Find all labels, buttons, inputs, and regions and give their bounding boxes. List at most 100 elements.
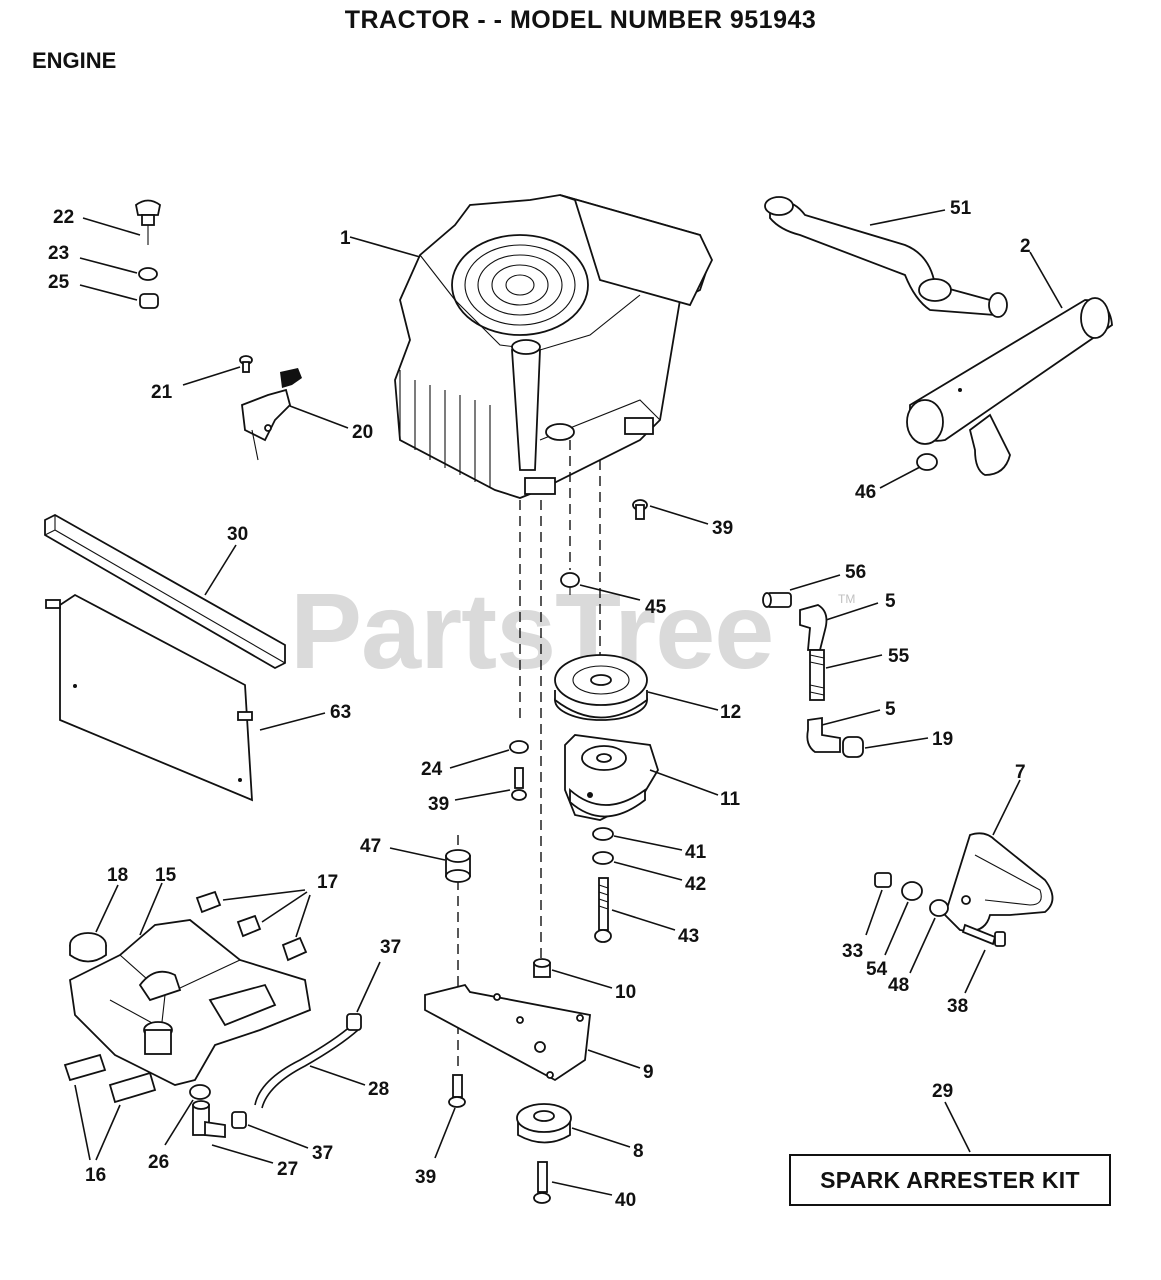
callout-1[interactable]: 1 — [340, 228, 351, 249]
callout-63[interactable]: 63 — [330, 702, 351, 723]
part-drain-fitting[interactable] — [762, 592, 792, 608]
callout-45[interactable]: 45 — [645, 597, 667, 618]
part-elbow[interactable] — [799, 604, 828, 651]
part-shield-panel[interactable] — [45, 593, 253, 802]
part-lock-washer[interactable] — [929, 899, 949, 917]
callout-12[interactable]: 12 — [720, 702, 741, 723]
callout-16[interactable]: 16 — [85, 1165, 106, 1186]
callout-33[interactable]: 33 — [842, 941, 863, 962]
callout-28[interactable]: 28 — [368, 1079, 389, 1100]
callout-46[interactable]: 46 — [855, 482, 876, 503]
callout-47[interactable]: 47 — [360, 836, 381, 857]
callout-2[interactable]: 2 — [1020, 236, 1031, 257]
callout-41[interactable]: 41 — [685, 842, 707, 863]
part-elbow[interactable] — [806, 716, 841, 753]
part-throttle-bracket[interactable] — [241, 368, 302, 461]
callout-24[interactable]: 24 — [421, 759, 443, 780]
part-exhaust-pipe[interactable] — [764, 196, 1008, 318]
callout-38[interactable]: 38 — [947, 996, 968, 1017]
part-foam-pad[interactable] — [63, 1053, 157, 1104]
leader-line — [825, 602, 879, 621]
callout-30[interactable]: 30 — [227, 524, 248, 545]
part-screw[interactable] — [239, 355, 253, 373]
callout-18[interactable]: 18 — [107, 865, 128, 886]
callout-39a[interactable]: 39 — [712, 518, 733, 539]
leader-line — [261, 891, 308, 923]
part-nipple[interactable] — [809, 649, 825, 701]
part-fuel-line[interactable] — [254, 1024, 353, 1106]
part-flat-washer[interactable] — [901, 881, 923, 901]
part-lock-washer[interactable] — [592, 851, 614, 865]
part-bolt[interactable] — [533, 1161, 551, 1204]
part-bushing[interactable] — [533, 958, 551, 978]
leader-line — [611, 909, 676, 931]
leader-line — [182, 366, 241, 386]
part-washer[interactable] — [509, 740, 529, 754]
callout-26[interactable]: 26 — [148, 1152, 169, 1173]
leader-line — [649, 505, 709, 525]
callout-48[interactable]: 48 — [888, 975, 909, 996]
part-long-bolt[interactable] — [594, 877, 612, 943]
callout-19[interactable]: 19 — [932, 729, 953, 750]
callout-37b[interactable]: 37 — [312, 1143, 333, 1164]
callout-39b[interactable]: 39 — [428, 794, 449, 815]
part-hose-clamp[interactable] — [231, 1111, 247, 1129]
part-fuel-valve[interactable] — [192, 1100, 226, 1138]
callout-37a[interactable]: 37 — [380, 937, 401, 958]
callout-11[interactable]: 11 — [720, 789, 741, 810]
callout-10[interactable]: 10 — [615, 982, 636, 1003]
part-nut[interactable] — [560, 572, 580, 595]
callout-23[interactable]: 23 — [48, 243, 69, 264]
callout-55[interactable]: 55 — [888, 646, 910, 667]
part-fuel-tank[interactable] — [69, 919, 312, 1086]
callout-8[interactable]: 8 — [633, 1141, 644, 1162]
part-bolt[interactable] — [511, 767, 527, 801]
part-bolt[interactable] — [632, 499, 648, 520]
part-bolt[interactable] — [961, 923, 1006, 947]
callout-54[interactable]: 54 — [866, 959, 888, 980]
part-spacer[interactable] — [445, 849, 471, 883]
part-grommet[interactable] — [139, 293, 159, 309]
callout-43[interactable]: 43 — [678, 926, 699, 947]
callout-21[interactable]: 21 — [151, 382, 173, 403]
callout-5b[interactable]: 5 — [885, 699, 896, 720]
part-drain-cap[interactable] — [842, 736, 864, 758]
callout-17[interactable]: 17 — [317, 872, 338, 893]
part-clutch[interactable] — [564, 734, 659, 821]
part-washer[interactable] — [592, 827, 614, 841]
part-pulley[interactable] — [554, 654, 648, 721]
callout-27[interactable]: 27 — [277, 1159, 298, 1180]
leader-line — [82, 217, 141, 236]
part-nut[interactable] — [874, 872, 892, 888]
part-gasket[interactable] — [916, 453, 938, 471]
part-foam-pad[interactable] — [195, 890, 308, 962]
part-hose-clamp[interactable] — [346, 1013, 362, 1031]
part-fuel-cap[interactable] — [69, 932, 107, 963]
part-dipstick[interactable] — [135, 199, 161, 246]
part-grommet[interactable] — [189, 1084, 211, 1100]
part-idler-pulley[interactable] — [516, 1103, 572, 1144]
callout-9[interactable]: 9 — [643, 1062, 654, 1083]
callout-40[interactable]: 40 — [615, 1190, 636, 1211]
part-bracket-plate[interactable] — [424, 983, 591, 1082]
part-mounting-bracket[interactable] — [943, 832, 1054, 932]
leader-line — [864, 737, 929, 749]
part-foam-strip[interactable] — [44, 513, 286, 670]
part-washer[interactable] — [138, 267, 158, 281]
callout-39c[interactable]: 39 — [415, 1167, 436, 1188]
part-bolt[interactable] — [448, 1074, 466, 1108]
callout-29[interactable]: 29 — [932, 1081, 953, 1102]
part-fuel-line — [261, 1029, 359, 1109]
spark-arrester-kit-box[interactable]: SPARK ARRESTER KIT — [789, 1154, 1111, 1206]
callout-20[interactable]: 20 — [352, 422, 373, 443]
callout-7[interactable]: 7 — [1015, 762, 1026, 783]
part-engine[interactable] — [394, 194, 714, 499]
callout-25[interactable]: 25 — [48, 272, 70, 293]
callout-15[interactable]: 15 — [155, 865, 177, 886]
part-muffler[interactable] — [906, 297, 1113, 476]
callout-5a[interactable]: 5 — [885, 591, 896, 612]
callout-22[interactable]: 22 — [53, 207, 74, 228]
callout-42[interactable]: 42 — [685, 874, 706, 895]
callout-56[interactable]: 56 — [845, 562, 866, 583]
callout-51[interactable]: 51 — [950, 198, 972, 219]
